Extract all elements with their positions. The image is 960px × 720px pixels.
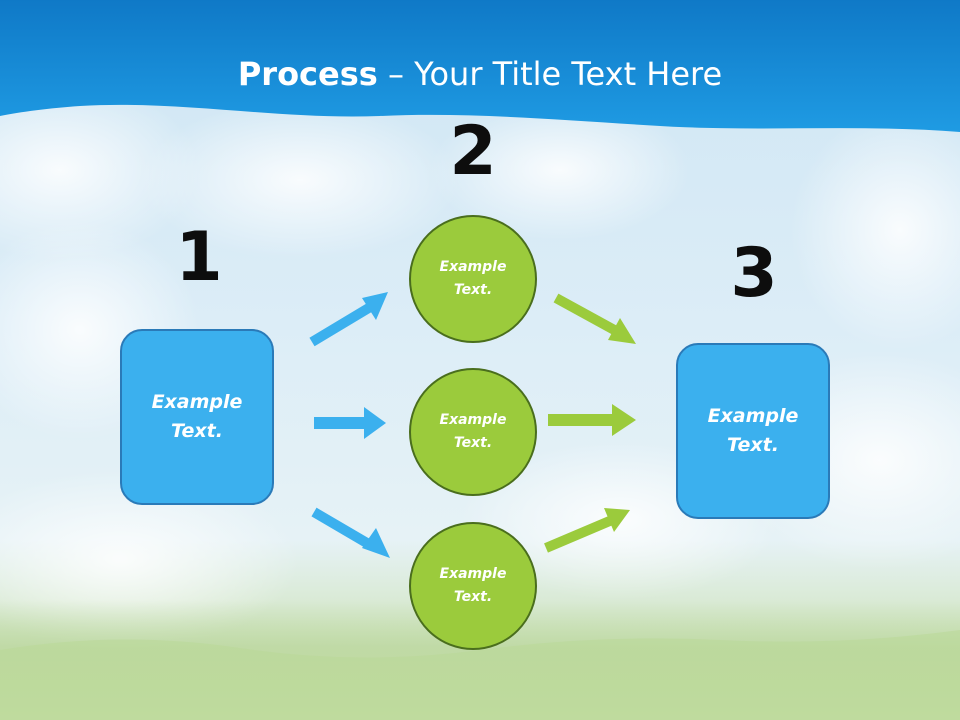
arrow-2a-to-3 [553,293,636,344]
arrow-1-to-2c [311,507,390,558]
step-3-number: 3 [730,234,778,313]
title-rest-text: – Your Title Text Here [377,55,723,93]
slide-title: Process – Your Title Text Here [0,52,960,96]
step-2-circle-middle-text: Example Text. [439,412,507,451]
step-1-box: Example Text. [120,329,274,505]
step-3-text: Example Text. [707,405,799,456]
step-2-number: 2 [449,112,497,191]
step-2-circle-bottom-text: Example Text. [439,566,507,605]
step-2-circle-top: Example Text. [409,215,537,343]
step-2-circle-top-text: Example Text. [439,259,507,298]
arrow-1-to-2a [309,292,388,347]
step-1-number: 1 [175,218,223,297]
arrow-1-to-2b [314,407,386,439]
step-2-circle-middle: Example Text. [409,368,537,496]
arrow-2c-to-3 [544,508,630,553]
title-bold-text: Process [237,55,378,93]
step-3-box: Example Text. [676,343,830,519]
step-2-circle-bottom: Example Text. [409,522,537,650]
arrow-2b-to-3 [548,404,636,436]
step-1-text: Example Text. [151,391,243,442]
